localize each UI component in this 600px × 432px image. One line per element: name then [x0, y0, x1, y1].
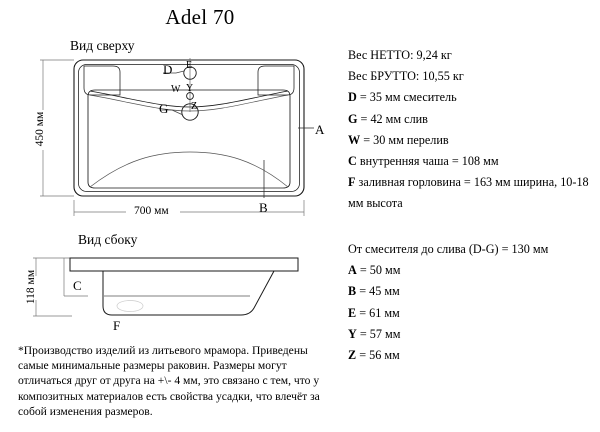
spec-item: F заливная горловина = 163 мм ширина, 10… — [348, 175, 589, 211]
dimension-label-height: 450 мм — [34, 111, 46, 147]
side-view-heading: Вид сбоку — [78, 232, 138, 247]
callout-d: D — [163, 62, 173, 77]
spec-item: Вес БРУТТО: 10,55 кг — [348, 69, 464, 84]
spec-item: Z = 56 мм — [348, 348, 400, 363]
callout-c: C — [73, 278, 82, 293]
spec-item: B = 45 мм — [348, 284, 400, 299]
specification-list-secondary: От смесителя до слива (D-G) = 130 мм A =… — [348, 239, 596, 366]
spec-item: E = 61 мм — [348, 305, 400, 320]
top-view-heading: Вид сверху — [70, 38, 135, 53]
spec-item: От смесителя до слива (D-G) = 130 мм — [348, 242, 549, 256]
dimension-label-width: 700 мм — [134, 205, 169, 217]
callout-e: E — [186, 60, 193, 71]
specification-list-primary: Вес НЕТТО: 9,24 кг Вес БРУТТО: 10,55 кг … — [348, 45, 596, 215]
dimension-label-depth: 118 мм — [25, 269, 37, 305]
spec-item: D = 35 мм смеситель — [348, 90, 457, 105]
callout-a: A — [315, 122, 325, 137]
spec-item: Y = 57 мм — [348, 326, 401, 341]
callout-g: G — [159, 101, 169, 116]
top-view-drawing — [40, 58, 314, 216]
side-view-drawing — [33, 257, 299, 317]
spec-item: W = 30 мм перелив — [348, 132, 449, 147]
page-title: Adel 70 — [165, 5, 235, 29]
spec-item: A = 50 мм — [348, 263, 401, 278]
callout-w: W — [171, 84, 181, 95]
spec-item: C внутренняя чаша = 108 мм — [348, 154, 499, 169]
callout-z: Z — [191, 101, 198, 112]
footnote-text: *Производство изделий из литьевого мрамо… — [18, 344, 320, 418]
callout-b: B — [259, 200, 268, 215]
spec-item: Вес НЕТТО: 9,24 кг — [348, 48, 452, 62]
spec-item: G = 42 мм слив — [348, 111, 428, 126]
callout-y: Y — [186, 83, 194, 94]
callout-f: F — [113, 318, 121, 333]
